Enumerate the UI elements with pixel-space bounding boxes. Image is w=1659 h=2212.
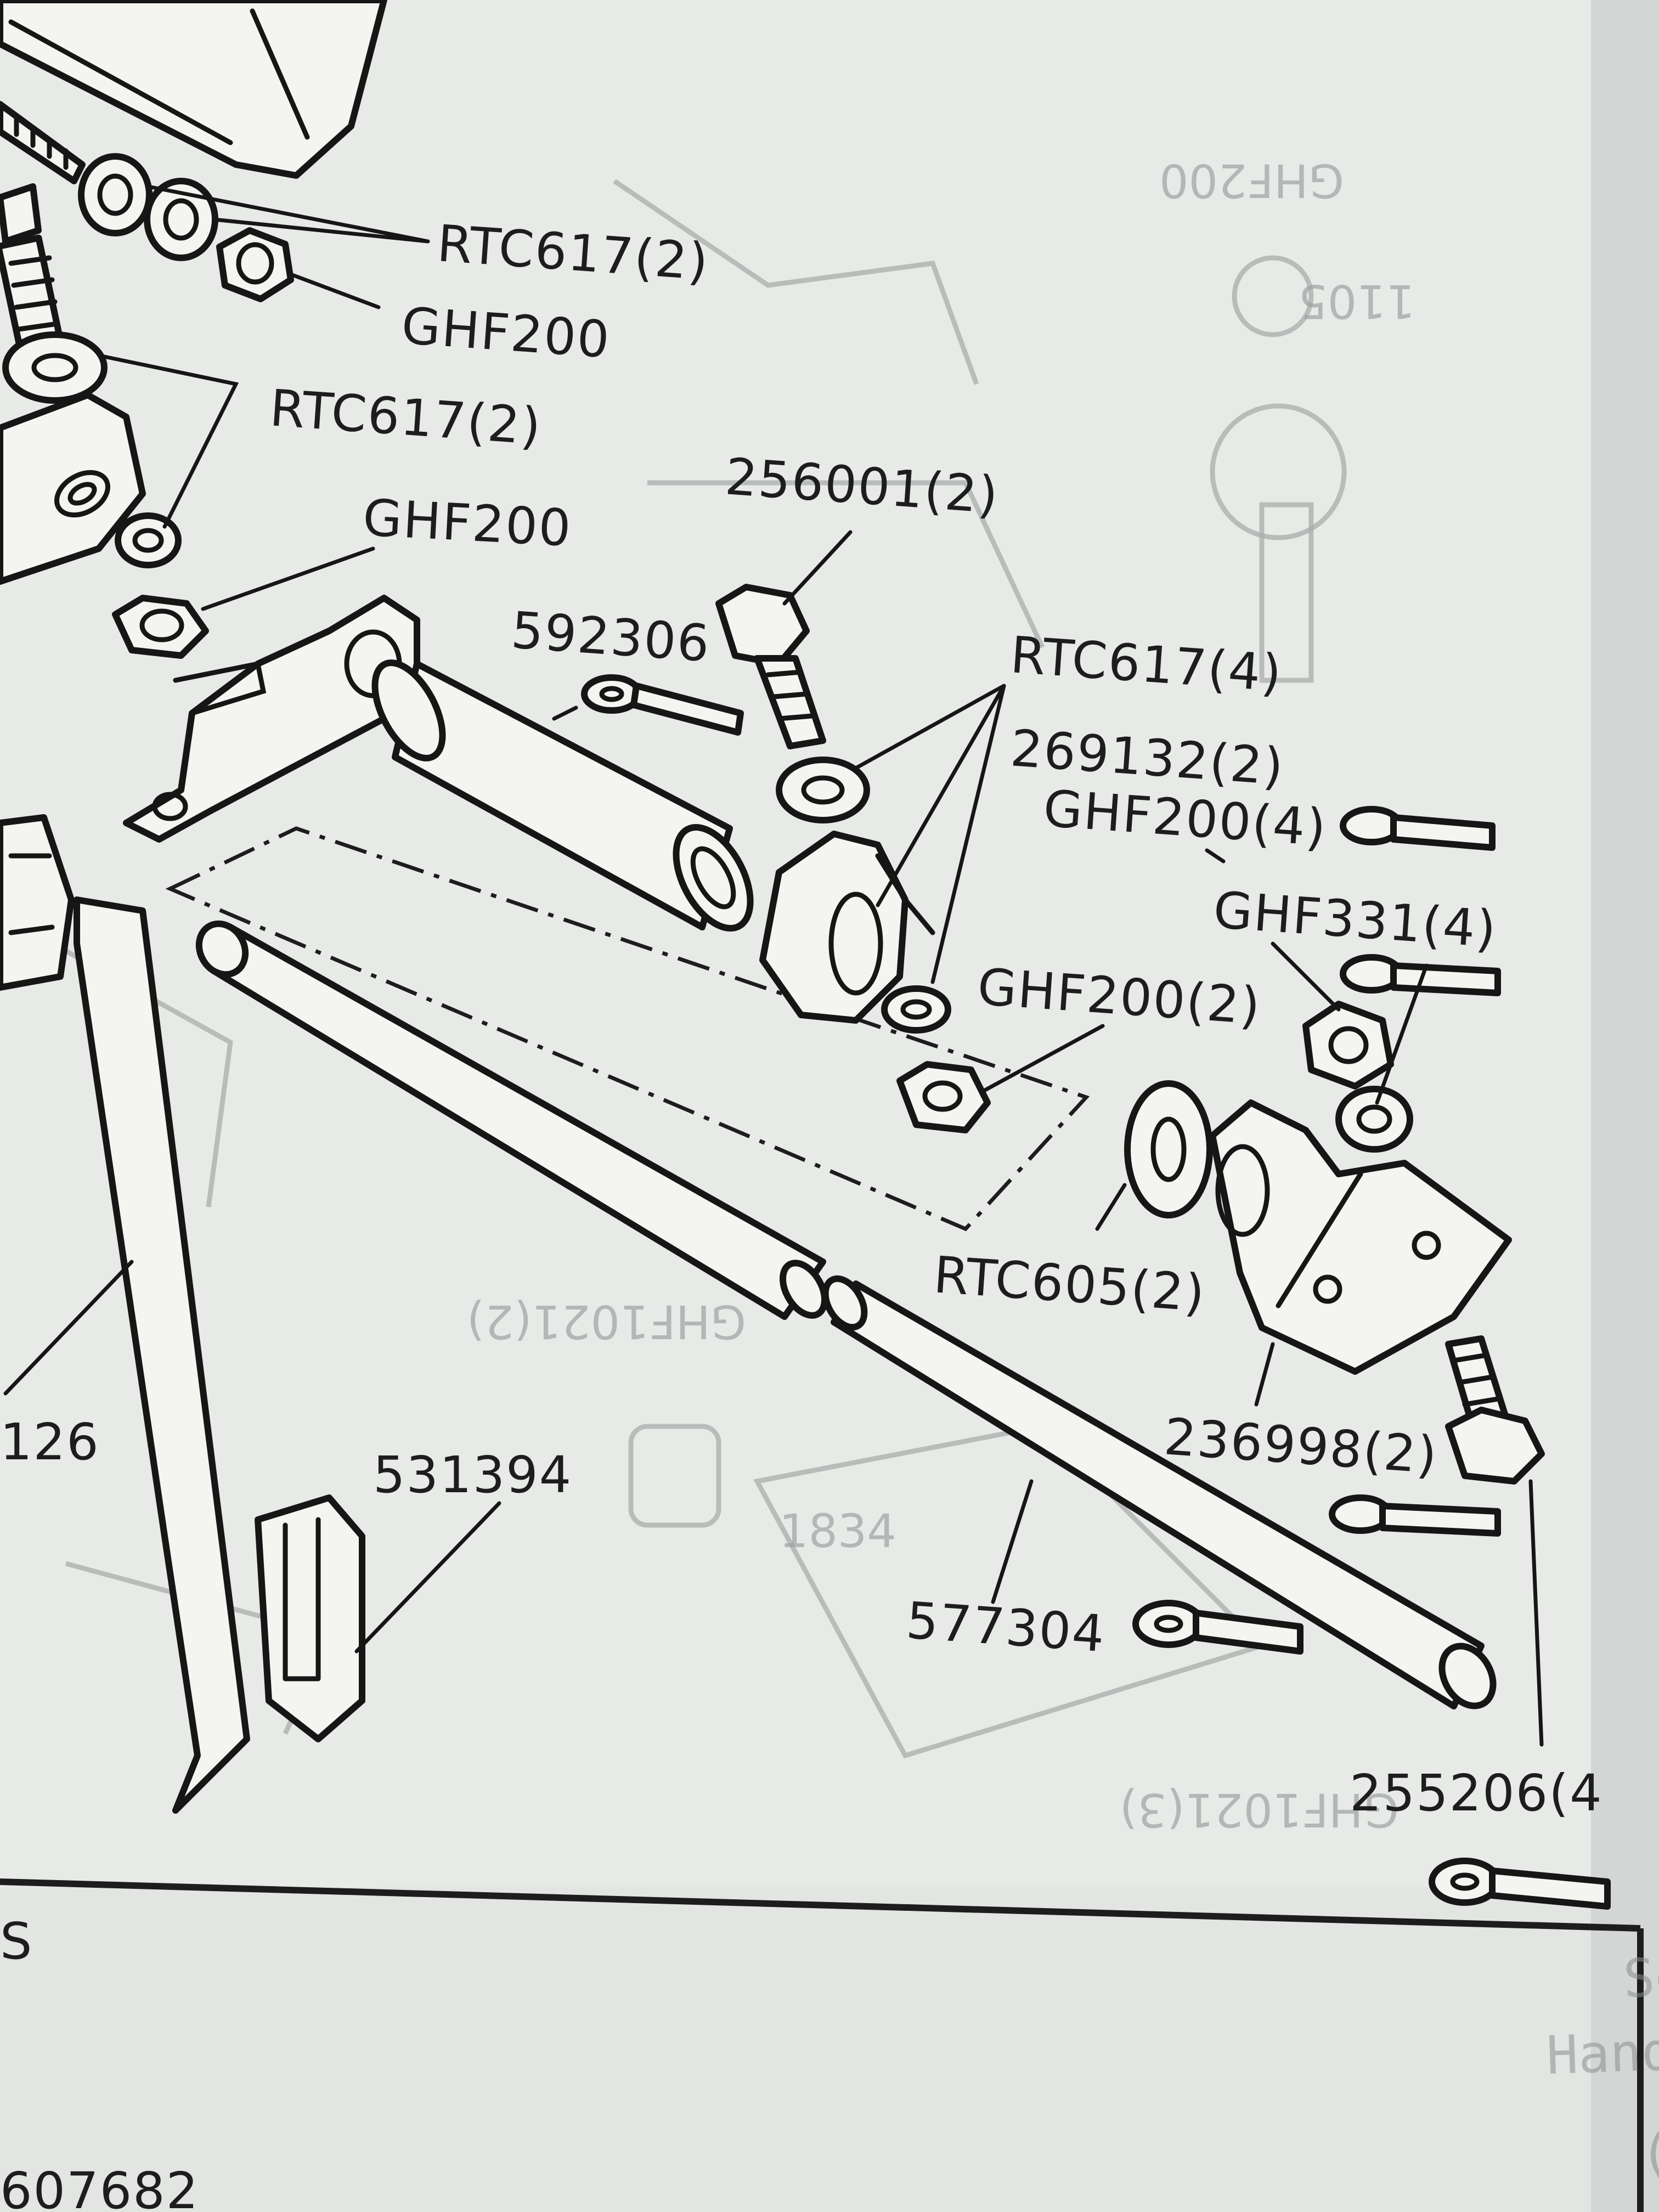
label-592306: 592306	[509, 601, 712, 673]
ghost-label-c: GHF1021(3)	[1120, 1783, 1399, 1837]
nut-ghf200	[896, 1061, 991, 1133]
left-bracket	[0, 392, 146, 585]
washer-mid	[115, 512, 182, 568]
bracket-236998	[1209, 1099, 1512, 1375]
washer-rtc617	[776, 757, 870, 823]
label-607682: 607682	[0, 2162, 199, 2212]
label-ghf200-mid: GHF200	[362, 488, 573, 558]
pedal-lever-rod	[74, 896, 250, 1814]
bush-rtc605	[1124, 1080, 1213, 1218]
nut-ghf331	[1302, 1001, 1394, 1090]
label-255206: 255206(4	[1350, 1764, 1603, 1822]
pin-right-3	[1329, 1494, 1501, 1537]
label-531394: 531394	[373, 1446, 572, 1504]
leader-lines	[3, 184, 1544, 1747]
pin-bottom-right	[1429, 1858, 1611, 1910]
ghost-label-a: GHF1021(2)	[467, 1295, 746, 1348]
nut-mid	[112, 595, 209, 659]
bleed-through-drawing: GHF1021(2) 1834 GHF1021(3) GHF200 1105	[31, 154, 1415, 1837]
bolt-256001	[715, 584, 826, 749]
assembly-dash-outline	[165, 826, 1090, 1232]
clip-531394	[255, 1494, 365, 1742]
label-577304: 577304	[904, 1591, 1107, 1663]
bolt-top-left	[0, 101, 86, 184]
clevis-269132	[759, 831, 935, 1024]
ghost-label-e: 1105	[1298, 274, 1415, 328]
pivot-bracket	[123, 595, 420, 843]
split-pin-592306	[581, 674, 744, 736]
ghost-label-b: 1834	[779, 1504, 896, 1558]
long-rod	[195, 920, 1497, 1709]
bolt-255206	[1445, 1335, 1545, 1485]
table-divider	[0, 1878, 1641, 1932]
label-s-fragment: S	[0, 1912, 33, 1971]
pedal-clip-left	[0, 814, 75, 991]
label-ghf200-top: GHF200	[399, 296, 612, 369]
label-126: 126	[0, 1413, 100, 1471]
pin-right-1	[1340, 806, 1496, 851]
washer-ghf200-small	[881, 985, 951, 1034]
nut-top	[216, 227, 294, 302]
ghost-label-d: GHF200	[1159, 154, 1344, 207]
pivot-bush	[371, 659, 754, 932]
washer-left	[2, 331, 108, 404]
pedal-housing	[0, 0, 387, 179]
pin-577304	[1132, 1600, 1304, 1655]
washer-right	[1335, 1086, 1413, 1153]
